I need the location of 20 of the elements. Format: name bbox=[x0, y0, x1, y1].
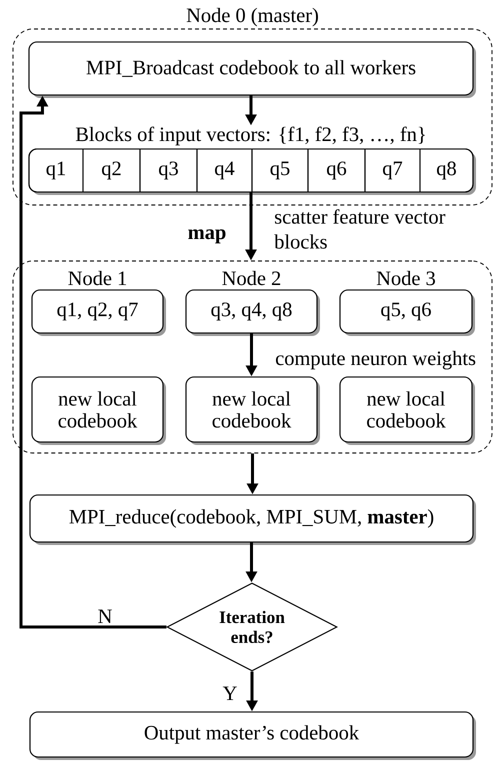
process-box: MPI_reduce(codebook, MPI_SUM, master) bbox=[29, 494, 476, 545]
edge-label: N bbox=[96, 608, 114, 624]
row-heading: Blocks of input vectors: {f1, f2, f3, …, fn} bbox=[76, 126, 425, 146]
process-box: q3, q4, q8 bbox=[185, 289, 320, 336]
process-box: new local codebook bbox=[31, 376, 166, 445]
column-heading: Node 1 bbox=[68, 270, 126, 286]
annotation-text: scatter feature vector blocks bbox=[274, 209, 446, 249]
group-frame bbox=[12, 260, 492, 454]
edge-label: Y bbox=[222, 686, 238, 701]
process-box: q1, q2, q7 bbox=[31, 289, 166, 336]
edge-label: map bbox=[186, 228, 228, 244]
group-heading: Node 0 (master) bbox=[186, 8, 318, 26]
process-box: q5, q6 bbox=[339, 289, 475, 336]
column-heading: Node 2 bbox=[222, 270, 280, 286]
process-box: new local codebook bbox=[185, 376, 320, 445]
process-box: MPI_Broadcast codebook to all workers bbox=[28, 41, 476, 98]
edge-label: compute neuron weights bbox=[274, 350, 477, 370]
process-box: Output master’s codebook bbox=[29, 711, 476, 760]
column-heading: Node 3 bbox=[376, 270, 435, 286]
process-box: new local codebook bbox=[339, 376, 475, 445]
